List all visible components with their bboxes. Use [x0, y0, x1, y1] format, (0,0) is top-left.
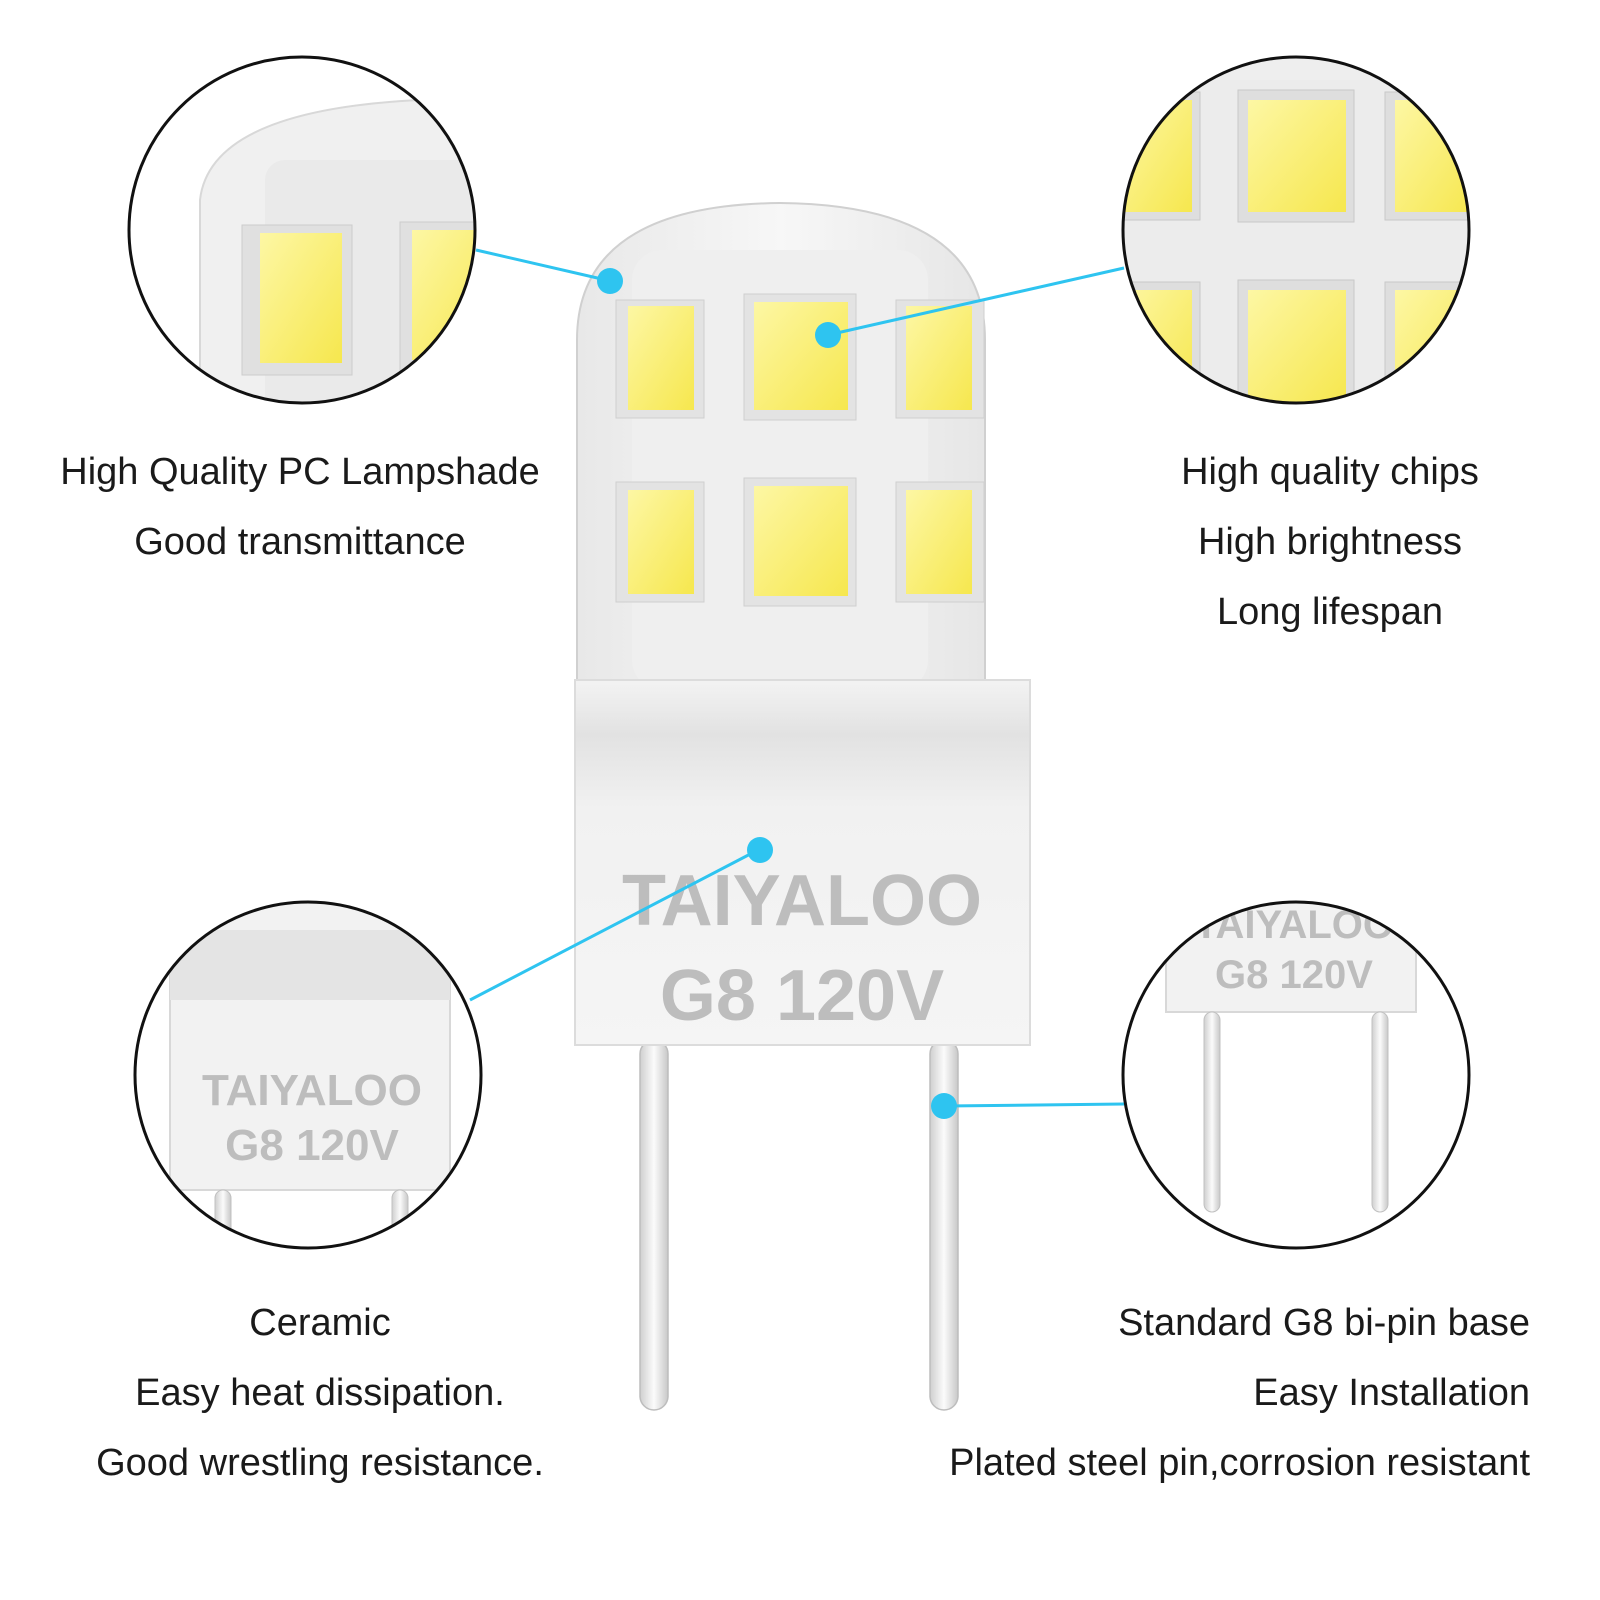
callout-pointers [469, 248, 1125, 1119]
caption-lampshade: High Quality PC Lampshade Good transmitt… [20, 437, 580, 577]
zoom-brand-text: TAIYALOO [202, 1066, 422, 1115]
zoom-circle-ceramic: TAIYALOO G8 120V [133, 900, 483, 1250]
caption-line: Good transmittance [134, 521, 466, 563]
zoom-model-partial: G8 120V [1215, 953, 1373, 997]
pointer-dot-chips [815, 322, 841, 348]
pointer-dot-lampshade [597, 268, 623, 294]
led-chip [754, 486, 848, 596]
led-chip [628, 306, 694, 410]
caption-line: Plated steel pin,corrosion resistant [949, 1442, 1530, 1484]
leader-line-lampshade [475, 248, 607, 282]
caption-base: Standard G8 bi-pin base Easy Installatio… [840, 1288, 1530, 1498]
zoom-circle-lampshade [127, 55, 477, 405]
caption-line: Long lifespan [1216, 591, 1444, 633]
led-chip [906, 306, 972, 410]
ceramic-base [574, 679, 1031, 1046]
pointer-dot-base [931, 1093, 957, 1119]
zoom-circle-chips [1121, 55, 1471, 405]
zoom-brand-partial: TAIYALOO [1194, 903, 1394, 947]
led-chips [615, 293, 985, 607]
caption-line: High brightness [1197, 521, 1463, 563]
caption-chips: High quality chips High brightness Long … [1080, 437, 1580, 647]
led-chip [906, 490, 972, 594]
pointer-dot-ceramic [747, 837, 773, 863]
caption-line: Easy Installation [1253, 1372, 1530, 1414]
bulb-brand-text: TAIYALOO [622, 861, 982, 941]
leader-line-ceramic [469, 848, 759, 1002]
led-bulb: TAIYALOO G8 120V [574, 201, 1031, 1411]
caption-line: Standard G8 bi-pin base [1118, 1302, 1530, 1344]
leader-line-chips [827, 266, 1125, 337]
zoom-model-text: G8 120V [225, 1121, 399, 1170]
leader-line-base [945, 1102, 1125, 1108]
caption-line: High Quality PC Lampshade [60, 451, 540, 493]
caption-line: Easy heat dissipation. [135, 1372, 505, 1414]
bulb-model-text: G8 120V [660, 956, 944, 1036]
caption-ceramic: Ceramic Easy heat dissipation. Good wres… [50, 1288, 590, 1498]
caption-line: Good wrestling resistance. [96, 1442, 544, 1484]
caption-line: High quality chips [1181, 451, 1479, 493]
left-pin [639, 1039, 669, 1411]
zoom-circle-base: TAIYALOO G8 120V [1121, 900, 1471, 1250]
led-chip [754, 302, 848, 410]
led-chip [628, 490, 694, 594]
caption-line: Ceramic [249, 1302, 391, 1344]
